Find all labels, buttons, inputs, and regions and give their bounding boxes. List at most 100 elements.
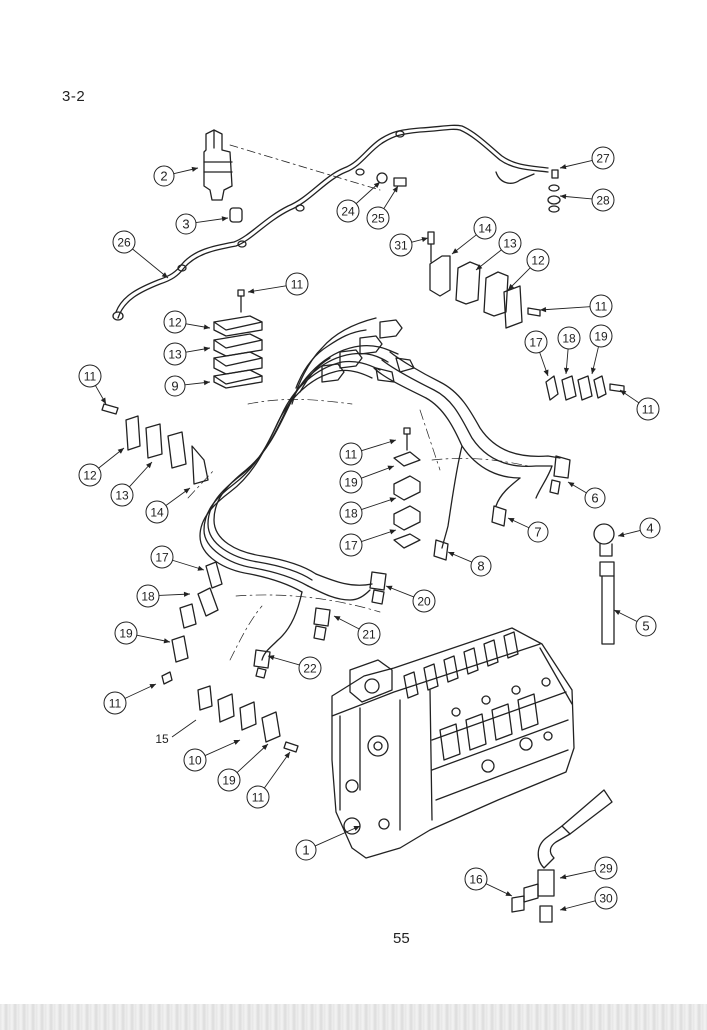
leader-arrowhead	[560, 905, 567, 912]
leader-arrowhead	[505, 891, 512, 896]
leader-line	[236, 743, 269, 773]
callout-circle	[163, 310, 187, 334]
callout-circle	[636, 397, 660, 421]
callout-number: 19	[119, 627, 133, 641]
callout-c11a: 11	[285, 272, 309, 296]
leader-arrowhead	[284, 752, 290, 759]
callout-number: 13	[168, 348, 182, 362]
callout-circle	[145, 500, 169, 524]
leader-line	[539, 306, 591, 311]
leader-arrowhead	[261, 744, 268, 750]
callout-circle	[557, 326, 581, 350]
callout-number: 11	[291, 278, 304, 292]
callout-c7: 7	[527, 521, 549, 543]
pipe-nuts	[253, 455, 571, 679]
callout-c25: 25	[366, 206, 390, 230]
callout-number: 4	[646, 521, 653, 536]
callout-number: 27	[596, 152, 610, 166]
callout-number: 21	[362, 628, 376, 642]
callout-circle	[584, 487, 606, 509]
leader-arrowhead	[100, 397, 106, 404]
leader-arrowhead	[203, 380, 210, 386]
leader-arrowhead	[233, 740, 240, 745]
leader-line	[361, 529, 397, 542]
callout-circle	[412, 589, 436, 613]
callout-c18c: 18	[136, 584, 160, 608]
callout-c12b: 12	[163, 310, 187, 334]
callout-c12a: 12	[526, 248, 550, 272]
callout-number: 26	[117, 236, 131, 250]
callout-c11g: 11	[246, 785, 270, 809]
center-clamp-stack	[393, 427, 421, 549]
callout-number: 31	[394, 239, 408, 253]
callout-circle	[217, 768, 241, 792]
leader-line	[247, 285, 287, 293]
callout-circle	[295, 839, 317, 861]
leader-arrowhead	[563, 367, 570, 374]
callout-c6: 6	[584, 487, 606, 509]
callout-number: 30	[599, 892, 613, 906]
leader-line	[204, 739, 241, 756]
leader-arrowhead	[353, 826, 360, 831]
page-number: 55	[393, 930, 410, 947]
callout-number: 19	[344, 476, 358, 490]
upper-left-clamp-stack	[213, 289, 263, 389]
callout-circle	[336, 199, 360, 223]
callout-c10: 10	[183, 748, 207, 772]
callout-number: 19	[222, 774, 236, 788]
callout-c28: 28	[591, 188, 615, 212]
callout-number: 18	[562, 332, 576, 346]
lower-clamp-set	[197, 685, 299, 753]
callout-number: 1	[302, 843, 309, 858]
leader-arrowhead	[163, 638, 170, 644]
callout-c17c: 17	[150, 545, 174, 569]
leader-arrowhead	[197, 565, 204, 571]
callout-number: 13	[503, 237, 517, 251]
leader-arrowhead	[389, 529, 396, 535]
leader-line	[264, 751, 291, 789]
leader-arrowhead	[590, 367, 596, 374]
callout-c13a: 13	[498, 231, 522, 255]
callout-number: 3	[182, 217, 189, 232]
callout-circle	[357, 622, 381, 646]
callout-c17a: 17	[524, 330, 548, 354]
callout-circle	[366, 206, 390, 230]
leader-arrowhead	[386, 585, 393, 591]
callout-number: 14	[150, 506, 164, 520]
callout-c30: 30	[594, 886, 618, 910]
callout-number: 19	[594, 330, 608, 344]
leader-arrowhead	[620, 390, 627, 396]
callout-circle	[389, 233, 413, 257]
leader-arrowhead	[618, 532, 625, 538]
callout-circle	[246, 785, 270, 809]
callout-number: 5	[642, 619, 649, 634]
callout-c20: 20	[412, 589, 436, 613]
fuel-injection-pump	[331, 627, 575, 859]
leader-arrowhead	[161, 272, 168, 278]
leader-arrowhead	[117, 448, 124, 454]
callout-circle	[153, 165, 175, 187]
callout-c31: 31	[389, 233, 413, 257]
callout-c5: 5	[635, 615, 657, 637]
callout-c11e: 11	[339, 442, 363, 466]
callout-number: 29	[599, 862, 613, 876]
callout-number: 13	[115, 489, 129, 503]
callout-number: 17	[344, 539, 358, 553]
callout-number: 11	[109, 697, 122, 711]
callout-number: 16	[469, 873, 483, 887]
callout-number: 11	[252, 791, 265, 805]
callout-c1: 1	[295, 839, 317, 861]
leader-arrowhead	[373, 182, 380, 188]
leader-arrowhead	[191, 166, 198, 172]
callout-c19d: 19	[217, 768, 241, 792]
callout-c14a: 14	[473, 216, 497, 240]
callout-number: 22	[303, 662, 317, 676]
callout-number: 8	[477, 559, 484, 574]
callout-number: 17	[155, 551, 169, 565]
callout-c14b: 14	[145, 500, 169, 524]
callout-number: 20	[417, 595, 431, 609]
injection-nozzle	[203, 129, 233, 201]
leader-arrowhead	[540, 307, 547, 313]
